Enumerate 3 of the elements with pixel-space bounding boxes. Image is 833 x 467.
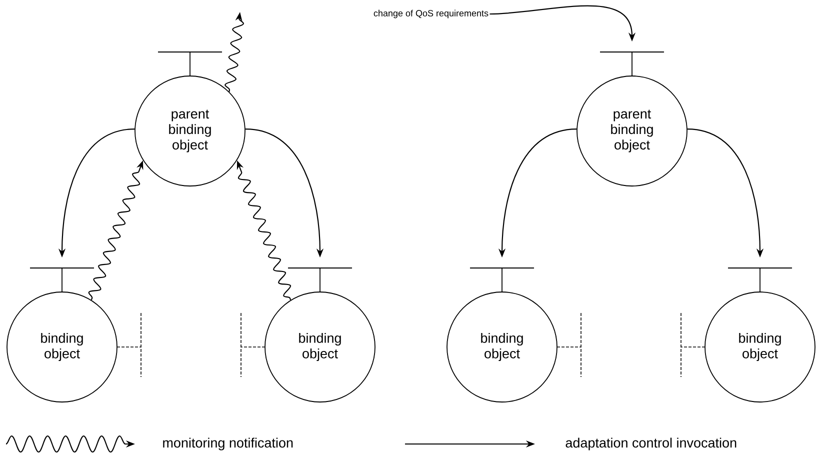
legend-text: monitoring notification [163, 438, 293, 450]
annotation-text: change of QoS requirements [374, 10, 488, 18]
legend-text: adaptation control invocation [566, 438, 736, 450]
